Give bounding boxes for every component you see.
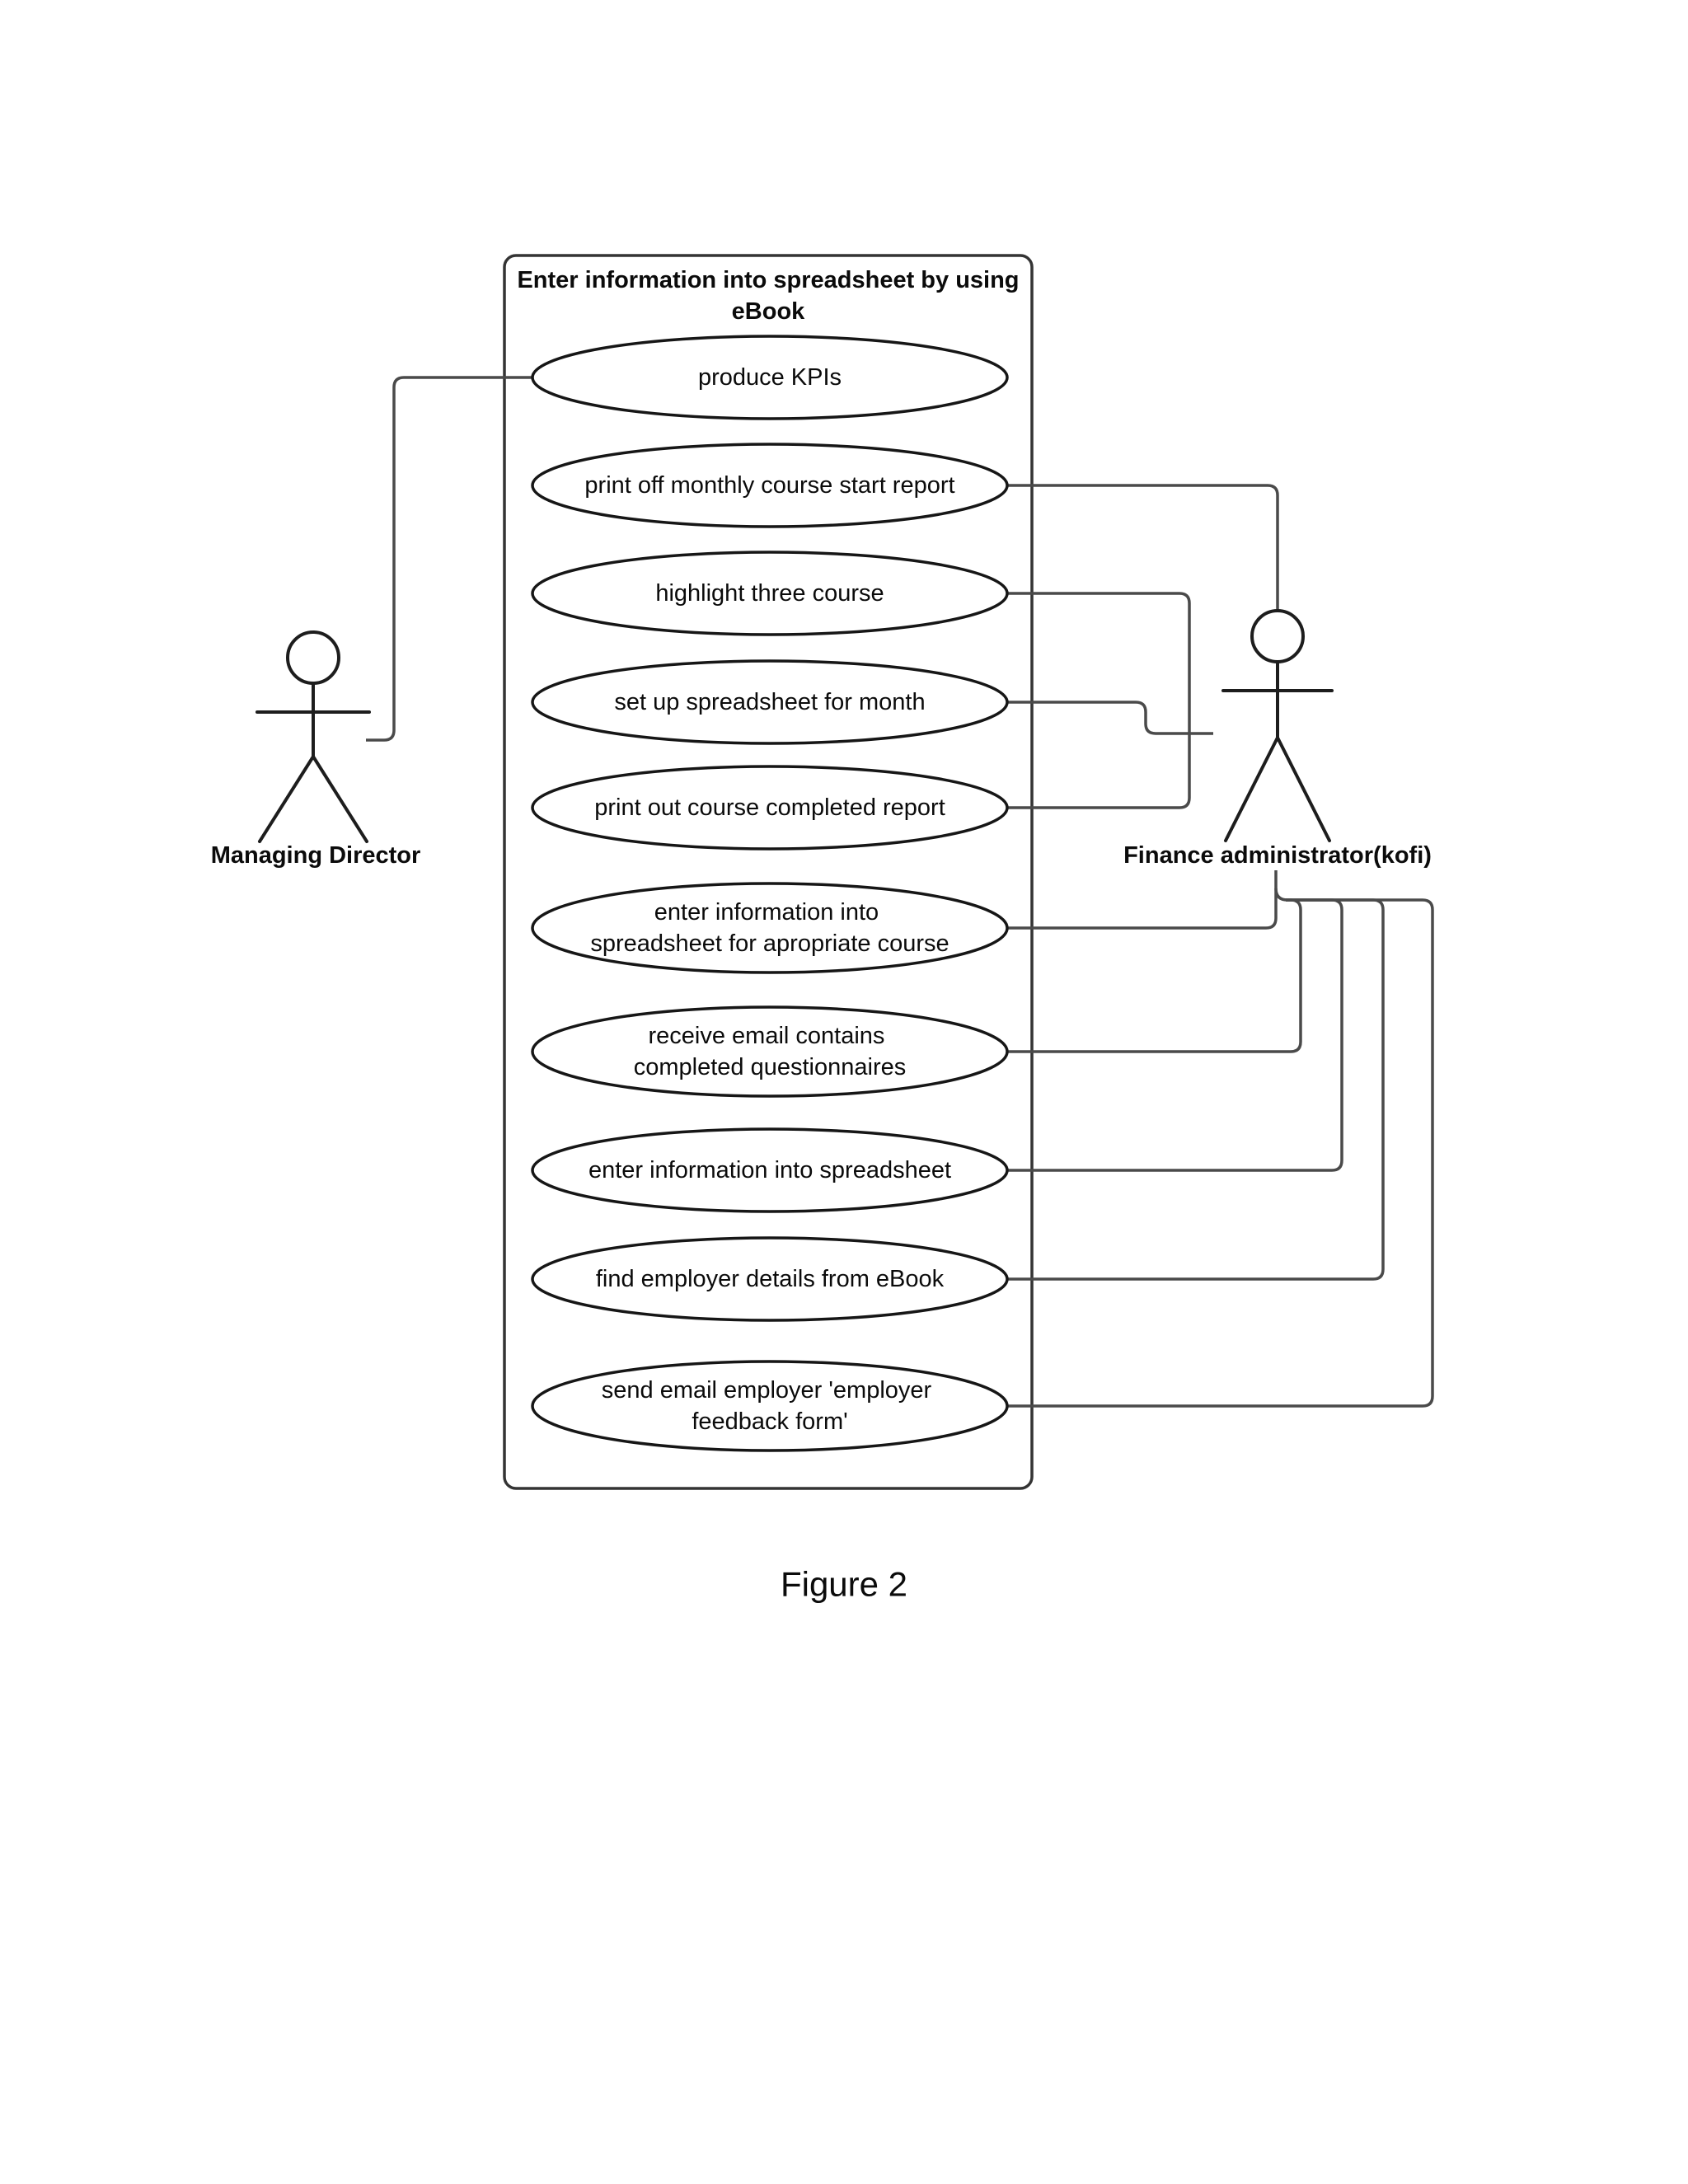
actor-legs-icon [258, 755, 368, 843]
usecase-send-email-employer-feedback-form: send email employer 'employer feedback f… [531, 1360, 1009, 1452]
connector-finance-admin-print-off-monthly-report [1007, 484, 1279, 610]
usecase-print-off-monthly-course-start-report: print off monthly course start report [531, 443, 1009, 528]
connector-finance-admin-enter-info-spreadsheet [1007, 898, 1343, 1172]
connector-finance-admin-send-email-employer [1007, 898, 1434, 1408]
figure-caption: Figure 2 [781, 1565, 907, 1604]
usecase-enter-info-spreadsheet-apropriate-course: enter information into spreadsheet for a… [531, 882, 1009, 974]
usecase-ellipse [531, 659, 1009, 745]
usecase-receive-email-completed-questionnaires: receive email contains completed questio… [531, 1005, 1009, 1098]
usecase-ellipse [531, 1005, 1009, 1098]
actor-legs-icon [1224, 736, 1331, 842]
connector-finance-admin-highlight-and-print-out-report [1007, 592, 1191, 809]
actor-managing-director: Managing Director [211, 630, 421, 869]
usecase-label: produce KPIs [698, 364, 842, 391]
usecase-ellipse [531, 882, 1009, 974]
usecase-find-employer-details-from-ebook: find employer details from eBook [531, 1236, 1009, 1322]
usecase-enter-information-into-spreadsheet: enter information into spreadsheet [531, 1127, 1009, 1213]
usecase-ellipse [531, 1236, 1009, 1322]
actor-managing-director-label: Managing Director [211, 842, 421, 869]
usecase-highlight-three-course: highlight three course [531, 551, 1009, 636]
usecase-print-out-course-completed-report: print out course completed report [531, 765, 1009, 851]
usecase-label: print off monthly course start report [584, 472, 954, 499]
connector-finance-admin-enter-info-apropriate-course [1007, 870, 1278, 930]
system-boundary-title-line2: eBook [732, 298, 806, 325]
actor-head-icon [1250, 609, 1305, 663]
usecase-ellipse [531, 1360, 1009, 1452]
system-boundary-title-line1: Enter information into spreadsheet by us… [517, 267, 1019, 293]
usecase-label: find employer details from eBook [596, 1266, 945, 1292]
connector-finance-admin-find-employer-details [1007, 898, 1385, 1281]
usecase-label: print out course completed report [594, 794, 945, 821]
connector-managing-director-produce-kpis [366, 376, 532, 742]
usecase-ellipse [531, 765, 1009, 851]
connector-finance-admin-set-up-spreadsheet [1007, 701, 1213, 735]
usecase-ellipse [531, 335, 1009, 420]
usecase-ellipse [531, 443, 1009, 528]
usecase-produce-kpis: produce KPIs [531, 335, 1009, 420]
usecase-label: enter information into spreadsheet [588, 1157, 951, 1183]
usecase-label: receive email contains completed questio… [634, 1023, 906, 1080]
actor-finance-administrator-label: Finance administrator(kofi) [1123, 842, 1432, 869]
usecase-ellipse [531, 551, 1009, 636]
usecase-label: send email employer 'employer feedback f… [602, 1377, 939, 1435]
usecase-set-up-spreadsheet-for-month: set up spreadsheet for month [531, 659, 1009, 745]
usecase-label: highlight three course [655, 580, 884, 607]
usecase-ellipse [531, 1127, 1009, 1213]
usecase-label: set up spreadsheet for month [614, 689, 925, 715]
actor-finance-administrator: Finance administrator(kofi) [1123, 609, 1432, 869]
usecase-label: enter information into spreadsheet for a… [590, 899, 949, 957]
actor-head-icon [286, 630, 340, 685]
connector-finance-admin-receive-email [1007, 888, 1302, 1053]
